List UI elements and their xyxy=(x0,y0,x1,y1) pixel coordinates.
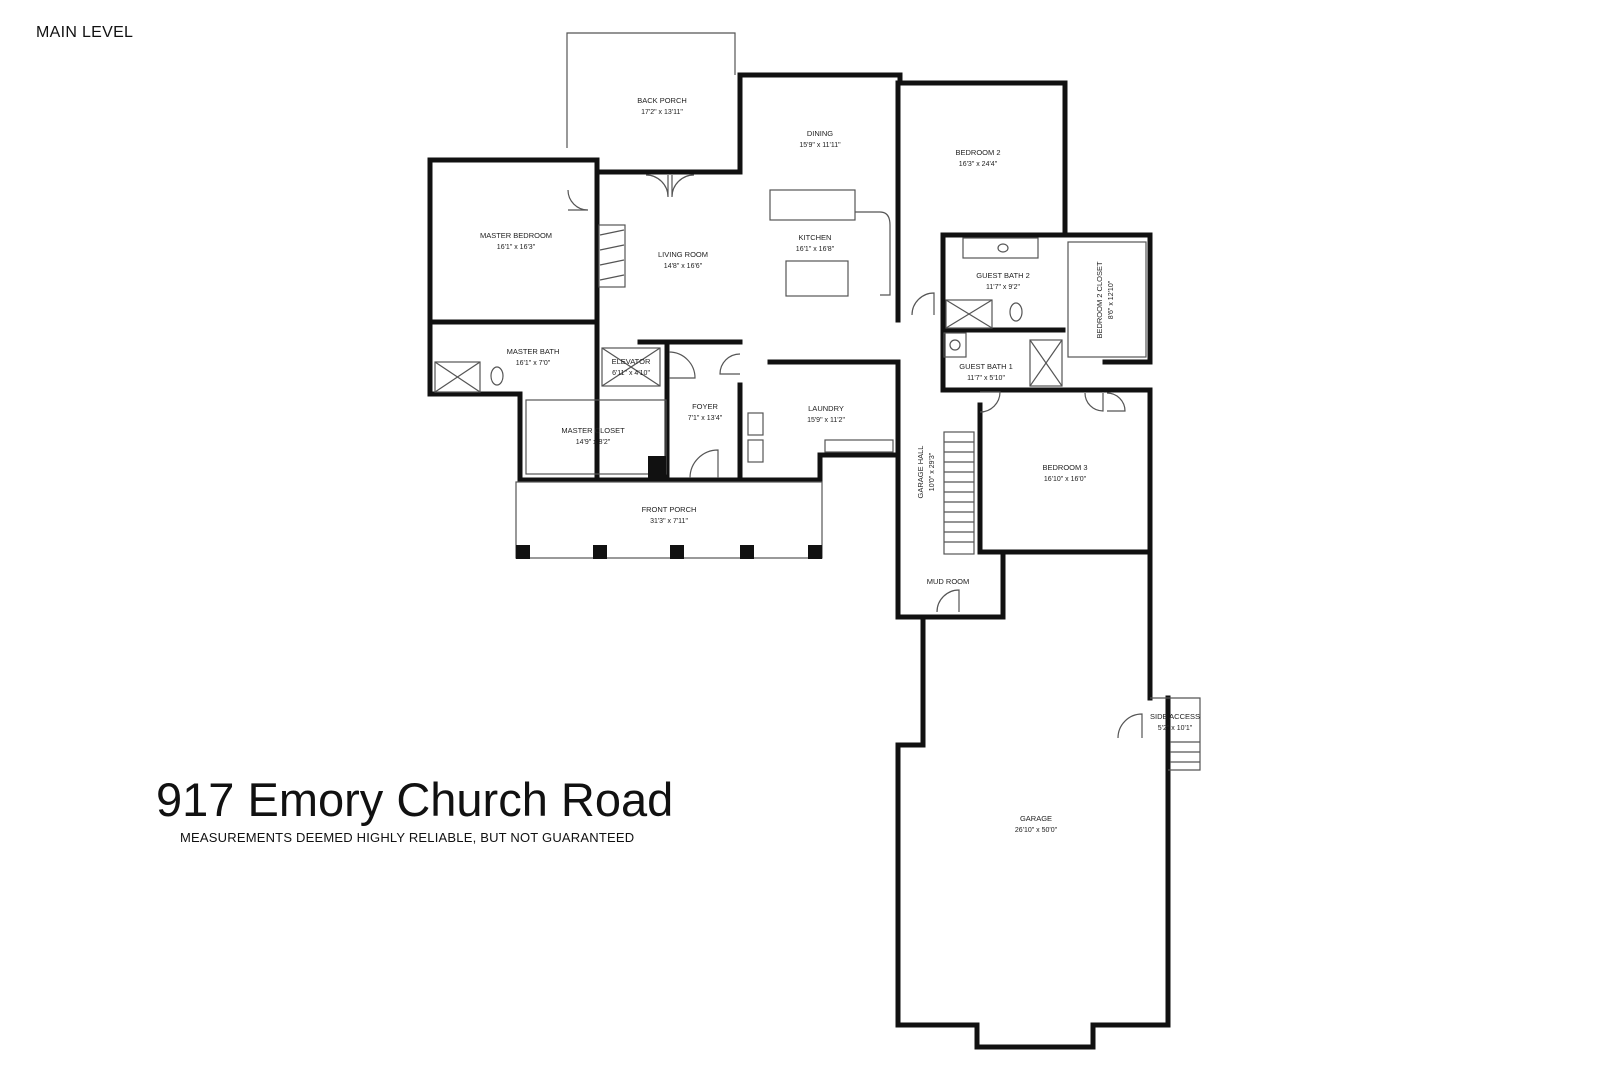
kitchen-dims: 16'1" x 16'8" xyxy=(796,246,835,253)
bedroom2-closet-dims: 8'6" x 12'10" xyxy=(1108,280,1115,319)
laundry-dims: 15'9" x 11'2" xyxy=(807,417,845,424)
front-porch-name: FRONT PORCH xyxy=(642,505,697,514)
dining-dims: 15'9" x 11'11" xyxy=(799,142,841,149)
guest-bath2-dims: 11'7" x 9'2" xyxy=(986,284,1020,291)
side-access-dims: 5'2" x 10'1" xyxy=(1158,725,1193,732)
garage-hall-name: GARAGE HALL xyxy=(916,446,925,499)
foyer-name: FOYER xyxy=(692,402,718,411)
bedroom3-dims: 16'10" x 16'0" xyxy=(1044,476,1087,483)
living-room-dims: 14'8" x 16'6" xyxy=(664,263,703,270)
elevator-name: ELEVATOR xyxy=(612,357,651,366)
master-bedroom-name: MASTER BEDROOM xyxy=(480,231,552,240)
guest-bath1-dims: 11'7" x 5'10" xyxy=(967,375,1005,382)
bedroom2-name: BEDROOM 2 xyxy=(955,148,1000,157)
master-closet-dims: 14'9" x 8'2" xyxy=(576,439,611,446)
guest-bath1-name: GUEST BATH 1 xyxy=(959,362,1013,371)
master-bath-name: MASTER BATH xyxy=(507,347,560,356)
fixtures xyxy=(434,32,1201,771)
room-labels: BACK PORCH 17'2" x 13'11" DINING 15'9" x… xyxy=(480,96,1200,834)
bedroom2-closet-name: BEDROOM 2 CLOSET xyxy=(1095,261,1104,339)
elevator-dims: 6'11" x 4'10" xyxy=(612,370,650,377)
measurement-disclaimer: MEASUREMENTS DEEMED HIGHLY RELIABLE, BUT… xyxy=(180,830,635,845)
master-bedroom-dims: 16'1" x 16'3" xyxy=(497,244,536,251)
porch-columns xyxy=(516,456,822,559)
living-room-name: LIVING ROOM xyxy=(658,250,708,259)
garage-hall-dims: 10'0" x 29'3" xyxy=(929,452,936,491)
walls xyxy=(427,72,1171,1050)
garage-dims: 26'10" x 50'0" xyxy=(1015,827,1058,834)
back-porch-name: BACK PORCH xyxy=(637,96,687,105)
back-porch-dims: 17'2" x 13'11" xyxy=(641,109,683,116)
bedroom2-dims: 16'3" x 24'4" xyxy=(959,161,998,168)
mud-room-name: MUD ROOM xyxy=(927,577,970,586)
master-bath-dims: 16'1" x 7'0" xyxy=(516,360,551,367)
laundry-name: LAUNDRY xyxy=(808,404,844,413)
side-access-name: SIDE ACCESS xyxy=(1150,712,1200,721)
master-closet-name: MASTER CLOSET xyxy=(561,426,625,435)
kitchen-name: KITCHEN xyxy=(799,233,832,242)
foyer-dims: 7'1" x 13'4" xyxy=(688,415,723,422)
front-porch-dims: 31'3" x 7'11" xyxy=(650,518,688,525)
property-address: 917 Emory Church Road xyxy=(156,773,674,826)
guest-bath2-name: GUEST BATH 2 xyxy=(976,271,1030,280)
dining-name: DINING xyxy=(807,129,833,138)
bedroom3-name: BEDROOM 3 xyxy=(1042,463,1087,472)
garage-name: GARAGE xyxy=(1020,814,1052,823)
level-label: MAIN LEVEL xyxy=(36,24,134,41)
